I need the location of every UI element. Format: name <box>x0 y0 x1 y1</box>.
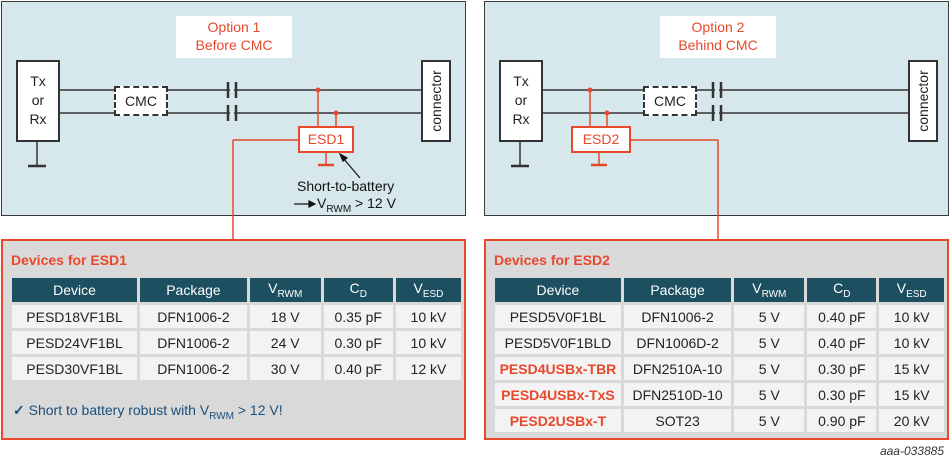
cell-vrwm: 30 V <box>249 357 321 380</box>
cell-vesd: 12 kV <box>395 357 461 380</box>
connector-block-1: connector <box>421 60 451 142</box>
short-to-battery-note: Short-to-battery VRWM > 12 V <box>297 178 396 215</box>
cell-vrwm: 5 V <box>734 305 805 328</box>
cell-cd: 0.30 pF <box>807 383 877 406</box>
cell-device: PESD4USBx-TBR <box>495 357 621 380</box>
cell-cd: 0.40 pF <box>323 357 393 380</box>
cell-cd: 0.90 pF <box>807 409 877 432</box>
col-vesd: VESD <box>395 278 461 302</box>
esd2-devices-panel: Devices for ESD2 Device Package VRWM CD … <box>484 239 949 440</box>
col-vrwm: VRWM <box>734 278 805 302</box>
panel-title: Devices for ESD2 <box>494 252 610 268</box>
cell-package: DFN2510A-10 <box>623 357 732 380</box>
cell-vrwm: 24 V <box>249 331 321 354</box>
cell-vrwm: 18 V <box>249 305 321 328</box>
cell-device: PESD5V0F1BLD <box>495 331 621 354</box>
esd1-devices-panel: Devices for ESD1 Device Package VRWM CD … <box>1 239 466 440</box>
col-package: Package <box>623 278 732 302</box>
cell-vrwm: 5 V <box>734 409 805 432</box>
cell-package: SOT23 <box>623 409 732 432</box>
table-header-row: Device Package VRWM CD VESD <box>12 278 461 302</box>
cell-vesd: 10 kV <box>395 305 461 328</box>
cell-device: PESD4USBx-TxS <box>495 383 621 406</box>
cmc-block-2: CMC <box>643 86 697 116</box>
cell-package: DFN1006-2 <box>623 305 732 328</box>
col-cd: CD <box>807 278 877 302</box>
cell-device: PESD18VF1BL <box>12 305 138 328</box>
esd2-block: ESD2 <box>571 126 631 153</box>
cell-package: DFN1006-2 <box>140 305 247 328</box>
col-package: Package <box>140 278 247 302</box>
cell-vrwm: 5 V <box>734 331 805 354</box>
cell-cd: 0.30 pF <box>807 357 877 380</box>
cell-cd: 0.30 pF <box>323 331 393 354</box>
cell-device: PESD5V0F1BL <box>495 305 621 328</box>
cell-device: PESD2USBx-T <box>495 409 621 432</box>
cell-vesd: 20 kV <box>879 409 944 432</box>
cell-package: DFN2510D-10 <box>623 383 732 406</box>
cell-vesd: 10 kV <box>879 331 944 354</box>
cell-package: DFN1006-2 <box>140 357 247 380</box>
cell-vesd: 10 kV <box>879 305 944 328</box>
cell-vesd: 15 kV <box>879 383 944 406</box>
esd1-block: ESD1 <box>298 126 354 153</box>
cmc-block-1: CMC <box>114 86 168 116</box>
panel-title: Devices for ESD1 <box>11 252 127 268</box>
cell-vesd: 10 kV <box>395 331 461 354</box>
connector-block-2: connector <box>908 60 938 142</box>
esd1-footnote: ✓ Short to battery robust with VRWM > 12… <box>13 402 283 422</box>
cell-vesd: 15 kV <box>879 357 944 380</box>
cell-vrwm: 5 V <box>734 357 805 380</box>
cell-device: PESD30VF1BL <box>12 357 138 380</box>
cell-device: PESD24VF1BL <box>12 331 138 354</box>
table-header-row: Device Package VRWM CD VESD <box>495 278 944 302</box>
cell-package: DFN1006D-2 <box>623 331 732 354</box>
cell-package: DFN1006-2 <box>140 331 247 354</box>
col-device: Device <box>12 278 138 302</box>
col-device: Device <box>495 278 621 302</box>
cell-cd: 0.40 pF <box>807 305 877 328</box>
cell-cd: 0.40 pF <box>807 331 877 354</box>
check-icon: ✓ <box>13 402 25 418</box>
col-vesd: VESD <box>879 278 944 302</box>
document-id: aaa-033885 <box>879 444 944 458</box>
cell-cd: 0.35 pF <box>323 305 393 328</box>
col-vrwm: VRWM <box>249 278 321 302</box>
cell-vrwm: 5 V <box>734 383 805 406</box>
col-cd: CD <box>323 278 393 302</box>
